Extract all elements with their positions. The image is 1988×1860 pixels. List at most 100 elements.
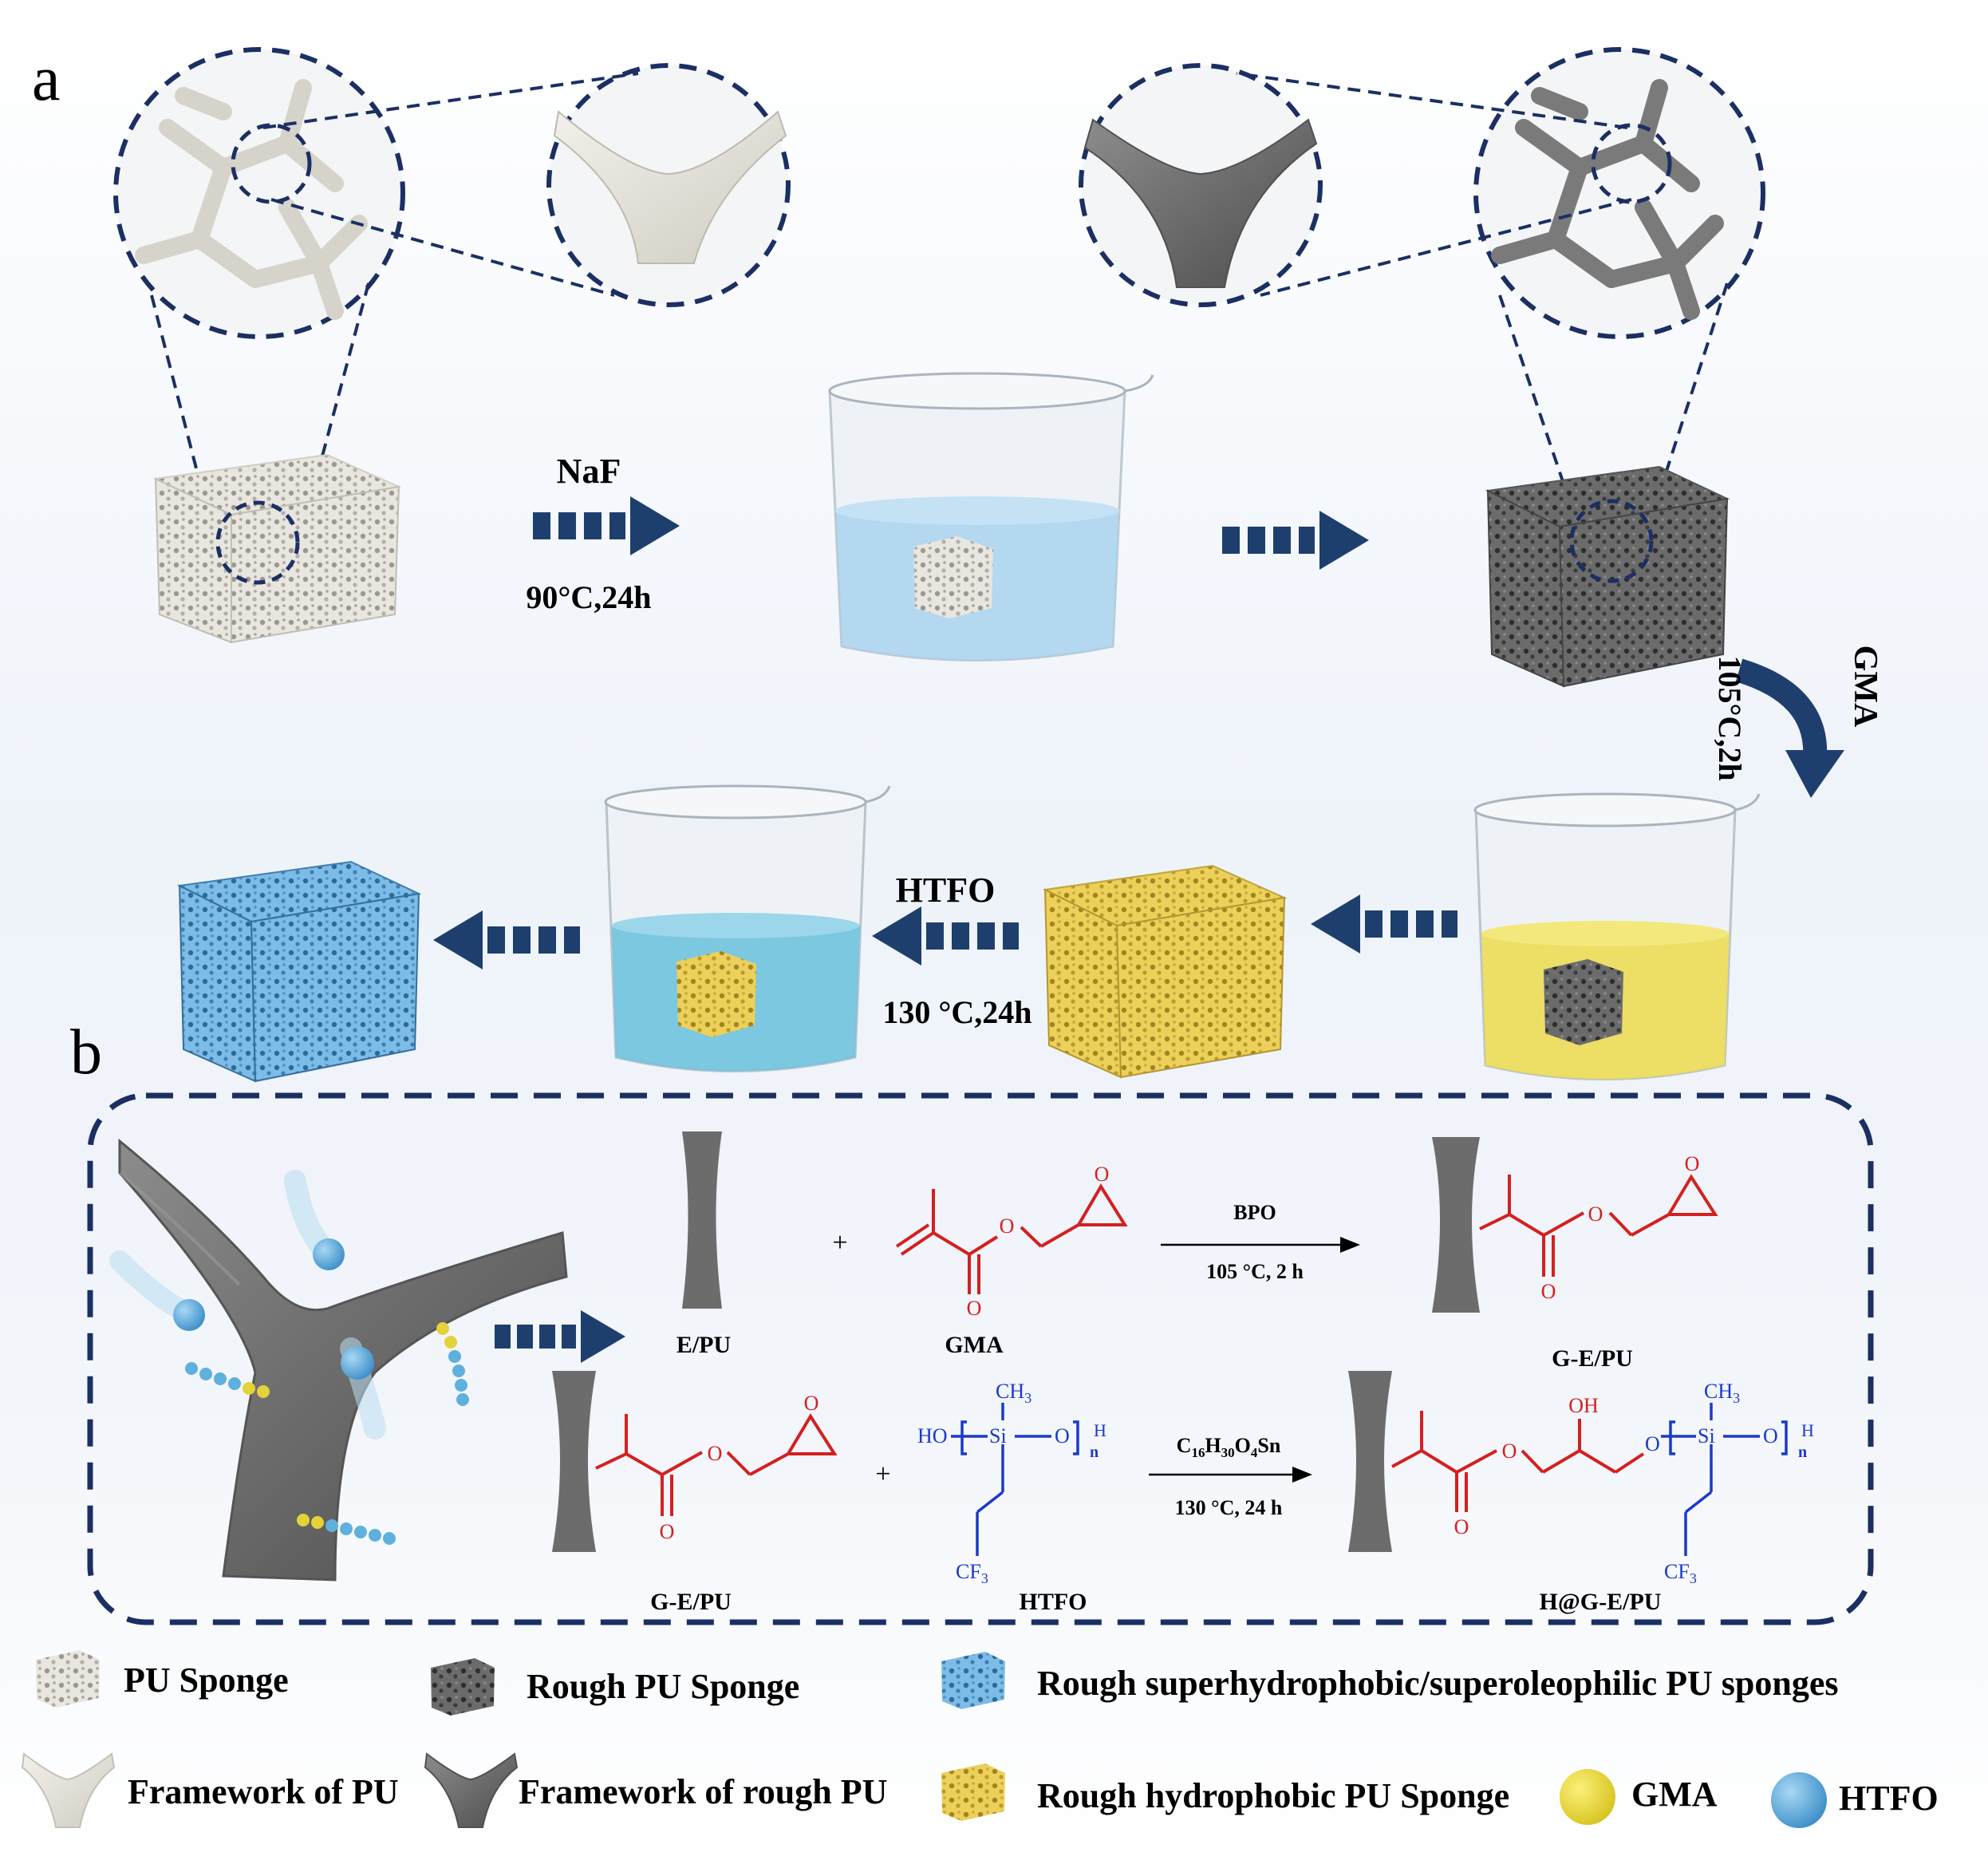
cube-rough-hydrophobic: [1042, 864, 1288, 1079]
product-o-link: O: [1645, 1432, 1660, 1455]
gma-molecule: [895, 1183, 1128, 1294]
htfo-ch3: CH3: [996, 1380, 1031, 1406]
legend-pu-sponge: PU Sponge: [124, 1661, 289, 1700]
gepu-bottom-o-carbonyl: O: [660, 1520, 675, 1543]
legend-framework-pu: Framework of PU: [128, 1772, 399, 1811]
legend-htfo: HTFO: [1839, 1779, 1939, 1818]
htfo-n: n: [1090, 1443, 1099, 1461]
reaction1-catalyst: BPO: [1233, 1201, 1276, 1224]
product-pillar: [1348, 1371, 1392, 1552]
zoom-circle-gray-framework: [1473, 47, 1765, 339]
label-naf-condition: 90°C,24h: [526, 579, 651, 615]
rough-framework-illustration: [109, 1138, 568, 1582]
zoom-circle-white-framework: [113, 47, 405, 339]
label-gepu-top: G-E/PU: [1552, 1345, 1633, 1372]
label-naf: NaF: [557, 452, 621, 491]
reaction-arrowhead-2: [1292, 1467, 1312, 1483]
epu-pillar: [682, 1131, 722, 1309]
label-gma-condition: 105°C,2h: [1712, 655, 1748, 780]
arrow-htfo: [872, 906, 1019, 966]
htfo-cf3: CF3: [956, 1560, 988, 1586]
gepu-top-o-carbonyl: O: [1541, 1280, 1556, 1303]
legend-rough-superhydrophobic: Rough superhydrophobic/superoleophilic P…: [1037, 1664, 1839, 1703]
panel-label-a: a: [32, 44, 61, 114]
product-bonds-blue: [1661, 1403, 1788, 1556]
gma-o-carbonyl: O: [967, 1297, 982, 1320]
legend-icon-gma: [1560, 1769, 1615, 1825]
gma-o-epoxide: O: [1095, 1163, 1110, 1186]
cube-rough-pu-sponge: [1485, 465, 1730, 688]
label-gepu-bottom: G-E/PU: [650, 1589, 732, 1615]
beaker-naf: [828, 372, 1154, 661]
plus-2: +: [875, 1459, 890, 1489]
cube-rough-superhydrophobic: [176, 860, 422, 1083]
label-htfo-molecule: HTFO: [1019, 1589, 1087, 1615]
gepu-top-o-ester: O: [1588, 1202, 1603, 1226]
gepu-bottom-o-epoxide: O: [804, 1392, 819, 1415]
htfo-si: Si: [989, 1424, 1007, 1447]
product-chain-red: [1391, 1411, 1645, 1512]
arrow-gma: [1735, 658, 1844, 798]
gepu-top-chain: [1479, 1174, 1718, 1277]
zoom-circle-white-branch: [546, 63, 791, 307]
htfo-ho: HO: [917, 1424, 948, 1447]
legend-icon-framework-pu: [21, 1752, 116, 1828]
product-siloxane: O Si O H n CH3 CF3: [1645, 1380, 1814, 1586]
legend-icon-rough-superhydrophobic: [941, 1652, 1005, 1709]
htfo-h: H: [1094, 1420, 1106, 1440]
gma-o-ester: O: [1000, 1214, 1015, 1238]
gepu-top-pillar: [1432, 1137, 1480, 1313]
label-htfo-condition: 130 °C,24h: [882, 994, 1031, 1030]
legend-gma: GMA: [1631, 1775, 1718, 1814]
zoom-small-circle-gray: [1591, 123, 1672, 204]
legend-icon-rough-hydrophobic: [941, 1763, 1005, 1821]
reaction1-condition: 105 °C, 2 h: [1206, 1260, 1304, 1283]
label-product: H@G-E/PU: [1540, 1589, 1662, 1615]
product-si: Si: [1698, 1424, 1715, 1447]
legend-icon-pu-sponge: [36, 1650, 100, 1708]
htfo-o: O: [1055, 1424, 1070, 1447]
product-n: n: [1798, 1443, 1807, 1461]
beaker-gma: [1473, 792, 1761, 1080]
legend-rough-pu-sponge: Rough PU Sponge: [527, 1667, 799, 1706]
zoom-small-circle-white: [231, 123, 312, 204]
legend-icon-htfo: [1771, 1772, 1827, 1828]
reaction2-condition: 130 °C, 24 h: [1175, 1496, 1283, 1519]
label-htfo: HTFO: [896, 871, 996, 910]
legend-rough-hydrophobic: Rough hydrophobic PU Sponge: [1037, 1776, 1509, 1815]
gepu-bottom-pillar: [552, 1371, 596, 1552]
label-gma: GMA: [1847, 646, 1883, 728]
htfo-structure: HO Si O H n CH3 CF3: [917, 1380, 1106, 1586]
beaker-htfo: [604, 784, 891, 1072]
legend-icon-rough-pu-sponge: [431, 1658, 495, 1716]
legend-framework-rough-pu: Framework of rough PU: [519, 1772, 887, 1811]
reaction2-catalyst: C16H30O4Sn: [1177, 1434, 1281, 1460]
plus-1: +: [832, 1228, 847, 1258]
arrow-to-blue: [433, 910, 580, 969]
reaction-arrowhead-1: [1340, 1237, 1360, 1253]
product-oh: OH: [1568, 1394, 1599, 1417]
scheme-box: [87, 1092, 1874, 1625]
zoom-circle-gray-branch: [1079, 63, 1323, 307]
label-epu: E/PU: [676, 1332, 731, 1358]
arrow-naf: [533, 496, 680, 555]
product-ch3: CH3: [1704, 1380, 1740, 1406]
product-o-carbonyl: O: [1454, 1515, 1469, 1538]
product-o: O: [1763, 1424, 1778, 1447]
label-gma-molecule: GMA: [945, 1332, 1004, 1358]
arrow-scheme: [495, 1310, 625, 1363]
htfo-bonds: [951, 1403, 1079, 1556]
gepu-bottom-o-ester: O: [708, 1442, 723, 1465]
arrow-to-yellow: [1311, 894, 1457, 954]
arrow-to-rough: [1222, 511, 1369, 570]
panel-label-b: b: [70, 1017, 102, 1088]
product-cf3: CF3: [1664, 1560, 1697, 1586]
product-o-ester: O: [1502, 1439, 1517, 1463]
gepu-top-o-epoxide: O: [1685, 1152, 1700, 1175]
cube-white-pu-sponge: [152, 453, 402, 644]
legend-icon-framework-rough-pu: [424, 1752, 519, 1828]
product-h: H: [1801, 1420, 1814, 1440]
gepu-bottom-chain: [595, 1413, 838, 1516]
